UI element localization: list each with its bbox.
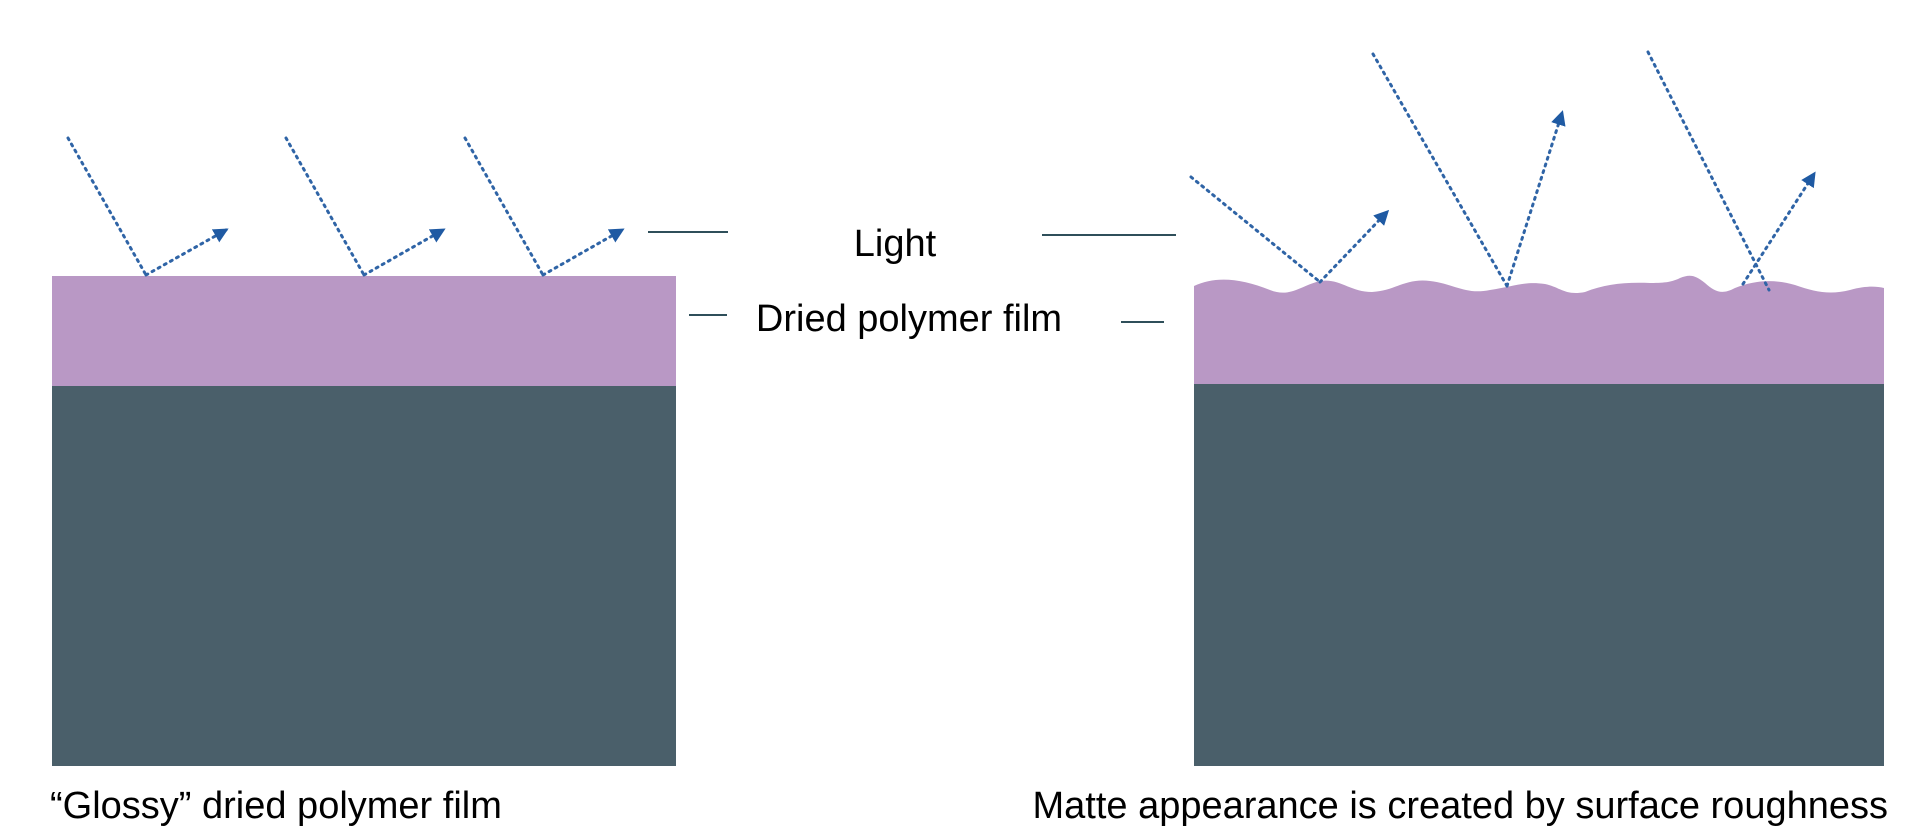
matte-film-panel — [1189, 50, 1884, 766]
glossy-reflected-ray-1 — [144, 228, 229, 277]
glossy-light-rays — [66, 136, 625, 277]
glossy-incident-ray-3 — [463, 136, 545, 277]
leader-lines — [648, 231, 1176, 323]
matte-caption: Matte appearance is created by surface r… — [1032, 785, 1888, 827]
matte-reflected-ray-3 — [1741, 171, 1816, 286]
film-label: Dried polymer film — [756, 298, 1062, 340]
glossy-reflected-ray-2 — [362, 228, 446, 277]
matte-film-layer — [1194, 275, 1884, 384]
glossy-substrate — [52, 385, 676, 766]
matte-incident-ray-2 — [1371, 52, 1509, 288]
glossy-caption: “Glossy” dried polymer film — [50, 785, 502, 827]
matte-reflected-ray-2 — [1505, 110, 1566, 288]
glossy-incident-ray-2 — [284, 136, 366, 277]
glossy-film-layer — [52, 276, 676, 386]
glossy-reflected-ray-3 — [541, 228, 625, 277]
glossy-film-panel — [52, 136, 676, 766]
matte-substrate — [1194, 383, 1884, 766]
matte-reflected-ray-1 — [1318, 209, 1390, 284]
light-label: Light — [854, 223, 937, 265]
glossy-incident-ray-1 — [66, 136, 148, 277]
matte-incident-ray-1 — [1189, 175, 1322, 284]
matte-incident-ray-3 — [1646, 50, 1771, 292]
matte-light-rays — [1189, 50, 1816, 292]
